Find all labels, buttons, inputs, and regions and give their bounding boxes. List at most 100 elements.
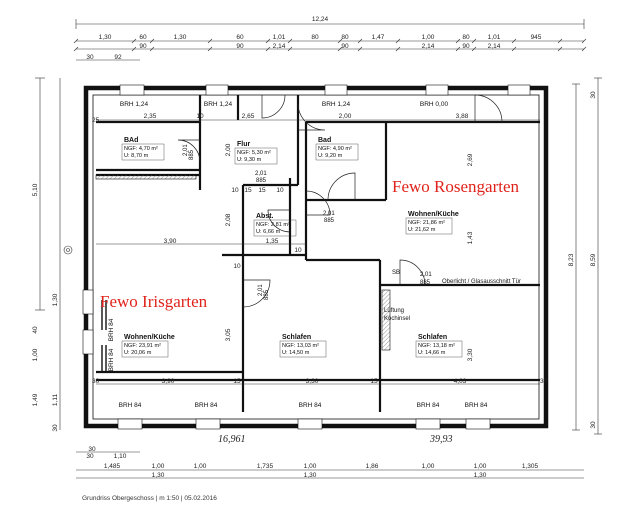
apartment-rosengarten-label: Fewo Rosengarten (392, 177, 520, 196)
int-dim-208v: 2,08 (225, 213, 232, 226)
room-u: U: 14,66 m (418, 350, 446, 356)
outer-walls (83, 85, 549, 429)
int-dim-143v: 1,43 (467, 231, 474, 244)
int-dim-10e: 10 (294, 247, 302, 254)
door-swings (177, 94, 503, 308)
dimension-tick (455, 46, 461, 52)
top-dim-5: 1,01 (273, 34, 286, 41)
bottom-dim-1: 1,485 (104, 463, 121, 470)
int-dim-135: 1,35 (266, 238, 279, 245)
brh-top-1: BRH 1,24 (120, 101, 149, 108)
room-u: U: 9,20 m (318, 153, 343, 159)
dimension-tick (265, 38, 271, 44)
top-dim-lower-4: 90 (341, 43, 349, 50)
bottom-dim-8: 1,00 (474, 463, 487, 470)
apartment-irisgarten-label: Fewo Irisgarten (100, 292, 208, 311)
room-name: Wohnen/Küche (408, 211, 459, 218)
dimension-tick (395, 38, 401, 44)
dimension-tick (207, 46, 213, 52)
int-dim-390: 3,90 (164, 238, 177, 245)
room-abst: Abst. NGF: 2,81 m² U: 6,66 m (253, 213, 297, 237)
room-u: U: 8,70 m (124, 153, 149, 159)
room-info-box (253, 219, 297, 237)
left-chain-1: 1,30 (52, 293, 59, 306)
top-dim-lower-5: 2,14 (422, 43, 435, 50)
dimension-tick (471, 46, 477, 52)
left-chain-5: 1,11 (52, 394, 59, 407)
overall-depth-dim: 8,59 (590, 253, 597, 266)
bottom-small-1: 30 (88, 446, 96, 453)
dimension-tick (357, 38, 363, 44)
room-flur: Flur NGF: 5,30 m² U: 9,30 m (234, 141, 278, 165)
door-dim-885-c: 2,01 (323, 211, 335, 217)
int-dim-265: 2,65 (242, 113, 255, 120)
room-u: U: 21,62 m (408, 227, 436, 233)
door-dim-885-a: 2,01 (183, 144, 189, 156)
door-dim-201-d: 885 (420, 280, 431, 286)
int-dim-10c: 10 (276, 187, 284, 194)
int-dim-15c: 15 (233, 378, 241, 385)
dimension-tick (149, 46, 155, 52)
brh-left-2: BRH 84 (108, 318, 115, 341)
room-ngf: NGF: 21,86 m² (408, 220, 445, 226)
dimension-tick (287, 46, 293, 52)
brh-bottom-3: BRH 84 (299, 402, 322, 409)
room-name: Bad (318, 137, 331, 144)
dimension-tick (581, 38, 587, 44)
int-dim-10b: 10 (231, 187, 239, 194)
depth-left-dim: 5,10 (32, 183, 39, 196)
room-ngf: NGF: 13,18 m² (418, 343, 455, 349)
brh-bottom-2: BRH 84 (195, 402, 218, 409)
top-dim-lower-6: 90 (462, 43, 470, 50)
left-chain-2: 40 (32, 326, 39, 334)
bottom-dimension-chains (76, 451, 584, 479)
top-dim-lower-2: 90 (236, 43, 244, 50)
int-dim-15d: 15 (370, 378, 378, 385)
top-dim-4: 60 (236, 34, 244, 41)
bottom-lower-5: 1,30 (474, 472, 487, 479)
room-ngf: NGF: 2,81 m² (256, 222, 290, 228)
int-dim-15a: 15 (244, 187, 252, 194)
oberlicht-note: Oberlicht / Glasausschnitt Tür (442, 279, 521, 285)
windows-left (82, 289, 94, 355)
dimension-tick (131, 38, 137, 44)
bottom-lower-3: 1,30 (152, 472, 165, 479)
top-dim-lower-3: 2,14 (273, 43, 286, 50)
int-dim-30a: 30 (92, 378, 100, 385)
top-chain-ticks (73, 38, 587, 52)
int-dim-330v: 3,30 (467, 348, 474, 361)
room-name: Wohnen/Küche (124, 334, 175, 341)
top-dimension-chains (73, 19, 587, 61)
radiators (101, 300, 107, 372)
top-dim-2: 60 (139, 34, 147, 41)
dimension-tick (511, 46, 517, 52)
bottom-dim-7: 1,00 (422, 463, 435, 470)
int-dim-30b: 30 (540, 378, 548, 385)
top-small-1: 30 (86, 54, 94, 61)
room-info-box (315, 143, 359, 161)
dimension-tick (207, 38, 213, 44)
left-chain-3: 1,00 (32, 348, 39, 361)
room-info-box (234, 147, 278, 165)
room-info-box (121, 143, 165, 161)
bottom-dim-4: 1,735 (257, 463, 274, 470)
door-dim-201-a: 885 (189, 149, 195, 160)
top-dim-12: 945 (531, 34, 542, 41)
int-dim-235: 2,35 (144, 113, 157, 120)
dimension-tick (581, 46, 587, 52)
lueftung-note: Lüftung (384, 308, 404, 314)
bottom-dim-2: 1,00 (152, 463, 165, 470)
brh-bottom-5: BRH 84 (465, 402, 488, 409)
door-dim-201-b: 885 (256, 178, 267, 184)
dimension-tick (511, 38, 517, 44)
room-u: U: 20,06 m (124, 350, 152, 356)
int-dim-200v: 2,00 (225, 143, 232, 156)
top-dim-1: 1,30 (99, 34, 112, 41)
door-dim-sb: SB (392, 270, 400, 276)
int-dim-200: 2,00 (339, 113, 352, 120)
handwritten-right: 39,93 (429, 434, 453, 445)
int-dim-305v: 3,05 (225, 328, 232, 341)
kochinsel-note: Kochinsel (384, 316, 410, 322)
top-dim-11: 1,01 (488, 34, 501, 41)
